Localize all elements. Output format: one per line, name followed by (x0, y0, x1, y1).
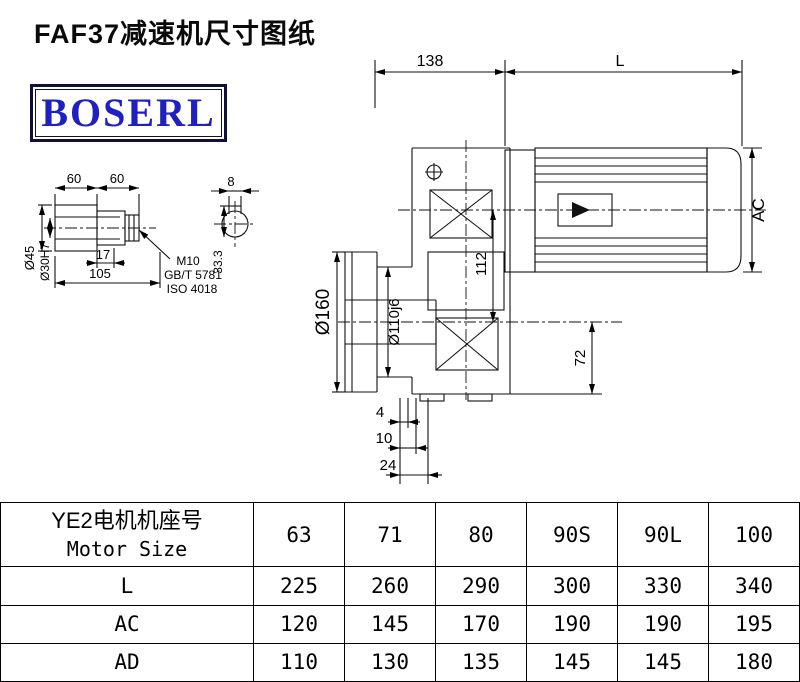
gb-standard-label: GB/T 5781 (164, 268, 222, 282)
motor-dimension-table: YE2电机机座号 Motor Size 63 71 80 90S 90L 100… (0, 501, 800, 682)
dim-72-label: 72 (572, 350, 589, 367)
cell-AC-90S: 190 (526, 604, 618, 644)
cell-AD-100: 180 (708, 642, 800, 682)
col-header-71: 71 (344, 501, 436, 568)
col-header-90L: 90L (617, 501, 709, 568)
col-header-80: 80 (435, 501, 527, 568)
cell-AC-80: 170 (435, 604, 527, 644)
header-en: Motor Size (66, 537, 188, 562)
cell-AD-71: 130 (344, 642, 436, 682)
row-label-AD: AD (0, 642, 254, 682)
col-header-100: 100 (708, 501, 800, 568)
dim-dia110-label: Ø110j6 (386, 298, 403, 345)
cell-L-71: 260 (344, 566, 436, 606)
cell-AC-63: 120 (253, 604, 345, 644)
gearbox-outline (411, 147, 511, 402)
brand-logo-frame: BOSERL (35, 89, 222, 137)
cell-AD-80: 135 (435, 642, 527, 682)
bottom-dimensions: 4 10 24 (376, 398, 442, 484)
dim-138-label: 138 (417, 53, 444, 70)
table-header-row: YE2电机机座号 Motor Size 63 71 80 90S 90L 100 (0, 501, 800, 568)
cell-AD-90L: 145 (617, 642, 709, 682)
dim-bore30-label: Ø30H7 (38, 243, 52, 281)
shaft-side-view: 60 60 Ø45 Ø30H7 17 105 (22, 171, 222, 296)
dim-17-label: 17 (96, 247, 110, 262)
cell-AC-71: 145 (344, 604, 436, 644)
dim-105-label: 105 (89, 266, 111, 281)
page-title: FAF37减速机尺寸图纸 (34, 19, 317, 49)
col-header-90S: 90S (526, 501, 618, 568)
col-header-63: 63 (253, 501, 345, 568)
output-flange (344, 251, 437, 393)
shaft-bore-section: 8 33.3 (211, 174, 259, 274)
dim-24-label: 24 (380, 457, 397, 474)
top-dimensions: 138 L (374, 53, 743, 146)
cell-L-63: 225 (253, 566, 345, 606)
main-assembly-view: 138 L (313, 53, 768, 484)
row-label-AC: AC (0, 604, 254, 644)
cell-AC-90L: 190 (617, 604, 709, 644)
cell-AC-100: 195 (708, 604, 800, 644)
table-row-AC: AC 120 145 170 190 190 195 (0, 604, 800, 644)
dim-4-label: 4 (376, 404, 384, 421)
motor-size-header-cell: YE2电机机座号 Motor Size (0, 501, 254, 568)
iso-standard-label: ISO 4018 (167, 282, 218, 296)
dim-keydepth-label: 33.3 (211, 250, 225, 274)
dim-60-left-label: 60 (67, 171, 81, 186)
cell-AD-90S: 145 (526, 642, 618, 682)
row-label-L: L (0, 566, 254, 606)
table-row-AD: AD 110 130 135 145 145 180 (0, 642, 800, 682)
bolt-spec-label: M10 (176, 254, 200, 268)
cell-L-80: 290 (435, 566, 527, 606)
dim-L-label: L (616, 53, 625, 70)
side-dimensions: Ø160 Ø110j6 112 72 (313, 210, 602, 395)
brand-logo: BOSERL (30, 84, 227, 142)
dim-dia45-label: Ø45 (22, 246, 37, 271)
cell-L-90S: 300 (526, 566, 618, 606)
cell-L-90L: 330 (617, 566, 709, 606)
technical-drawing: 60 60 Ø45 Ø30H7 17 105 (22, 53, 768, 484)
header-cn: YE2电机机座号 (51, 508, 203, 534)
cell-L-100: 340 (708, 566, 800, 606)
dim-112-label: 112 (473, 252, 490, 276)
dim-60-right-label: 60 (110, 171, 124, 186)
cell-AD-63: 110 (253, 642, 345, 682)
brand-logo-text: BOSERL (41, 90, 216, 135)
dim-key8-label: 8 (227, 174, 234, 189)
centerlines (338, 140, 766, 400)
dim-10-label: 10 (376, 430, 393, 447)
dim-dia160-label: Ø160 (313, 289, 334, 335)
motor-outline (504, 147, 742, 273)
table-row-L: L 225 260 290 300 330 340 (0, 566, 800, 606)
